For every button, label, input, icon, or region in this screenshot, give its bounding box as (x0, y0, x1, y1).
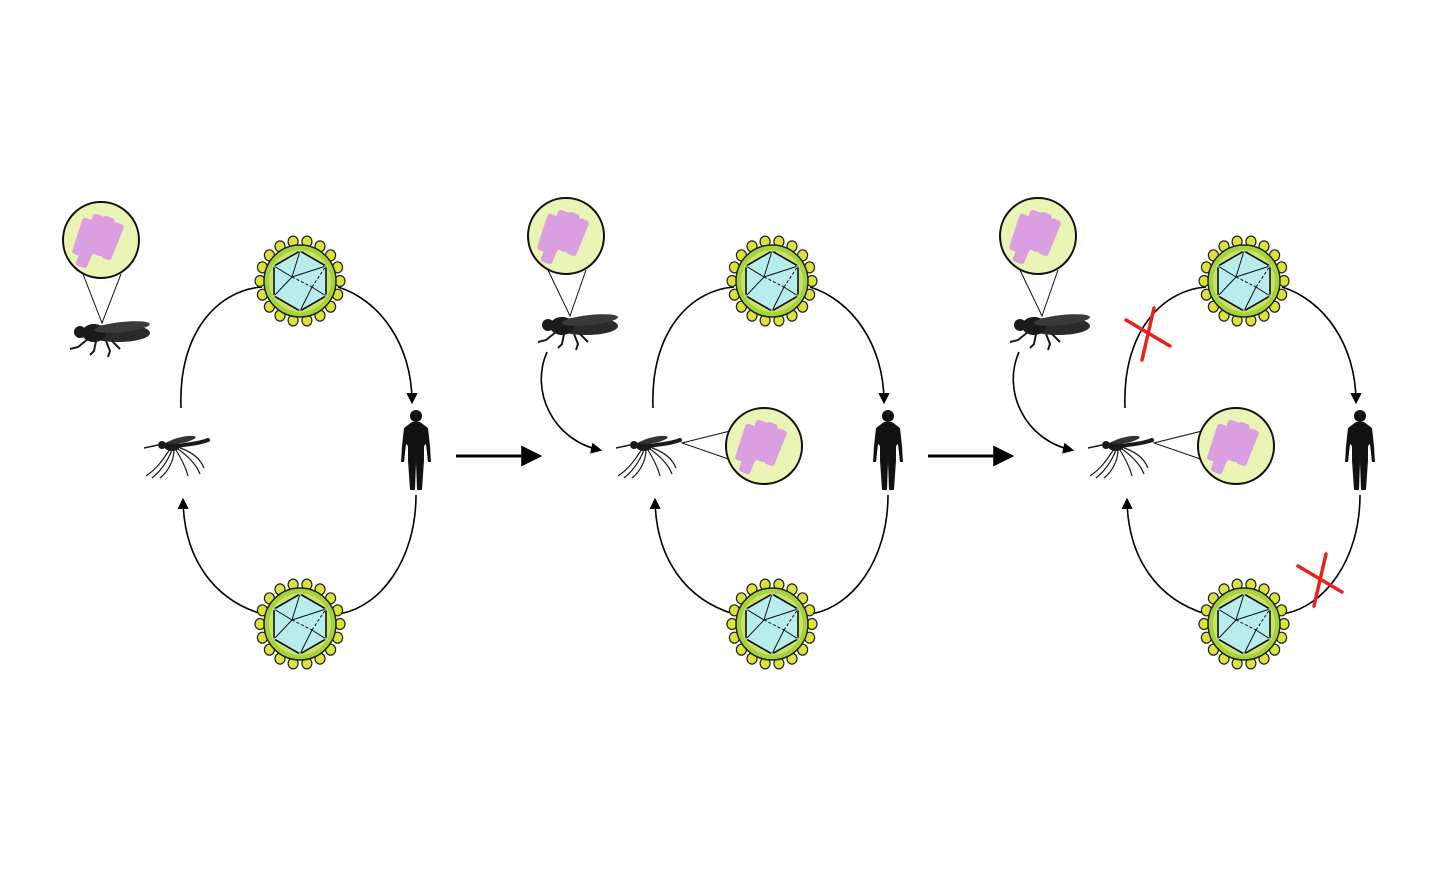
transfer-arrow (1012, 351, 1075, 454)
bacteria-callout-icon (62, 201, 140, 279)
arc-lower-right (1281, 494, 1361, 615)
mosquito-icon (142, 432, 210, 480)
human-icon (1345, 410, 1375, 490)
arc-upper-left (1124, 286, 1207, 409)
virus-icon (726, 235, 818, 327)
fly-icon (1009, 311, 1092, 351)
human-icon (873, 410, 903, 490)
arc-upper-right (337, 286, 418, 405)
virus-icon (1198, 578, 1290, 670)
virus-icon (1198, 235, 1290, 327)
panel-1 (62, 201, 543, 670)
arc-lower-right (809, 494, 889, 615)
arc-upper-right (1281, 286, 1362, 405)
block-x-icon (1296, 552, 1344, 608)
human-icon (401, 410, 431, 490)
arc-upper-left (652, 286, 735, 409)
fly-icon (69, 318, 152, 358)
arc-lower-right (337, 494, 417, 615)
arc-upper-right (809, 286, 890, 405)
panel-3 (999, 197, 1375, 670)
bacteria-callout-icon (999, 197, 1077, 275)
arc-lower-left (177, 497, 263, 615)
mosquito-icon (614, 432, 682, 480)
callout-lines (1019, 269, 1059, 318)
callout-lines (547, 269, 587, 318)
bacteria-callout-icon (1197, 407, 1275, 485)
virus-icon (254, 578, 346, 670)
transfer-arrow (540, 351, 603, 454)
arc-lower-left (649, 497, 735, 615)
bacteria-callout-icon (725, 407, 803, 485)
bacteria-callout-icon (527, 197, 605, 275)
mosquito-icon (1086, 432, 1154, 480)
virus-icon (726, 578, 818, 670)
panel-2 (527, 197, 1015, 670)
fly-icon (537, 311, 620, 351)
arc-upper-left (180, 286, 263, 409)
virus-icon (254, 235, 346, 327)
arc-lower-left (1121, 497, 1207, 615)
callout-lines (82, 273, 122, 325)
block-x-icon (1124, 306, 1172, 362)
